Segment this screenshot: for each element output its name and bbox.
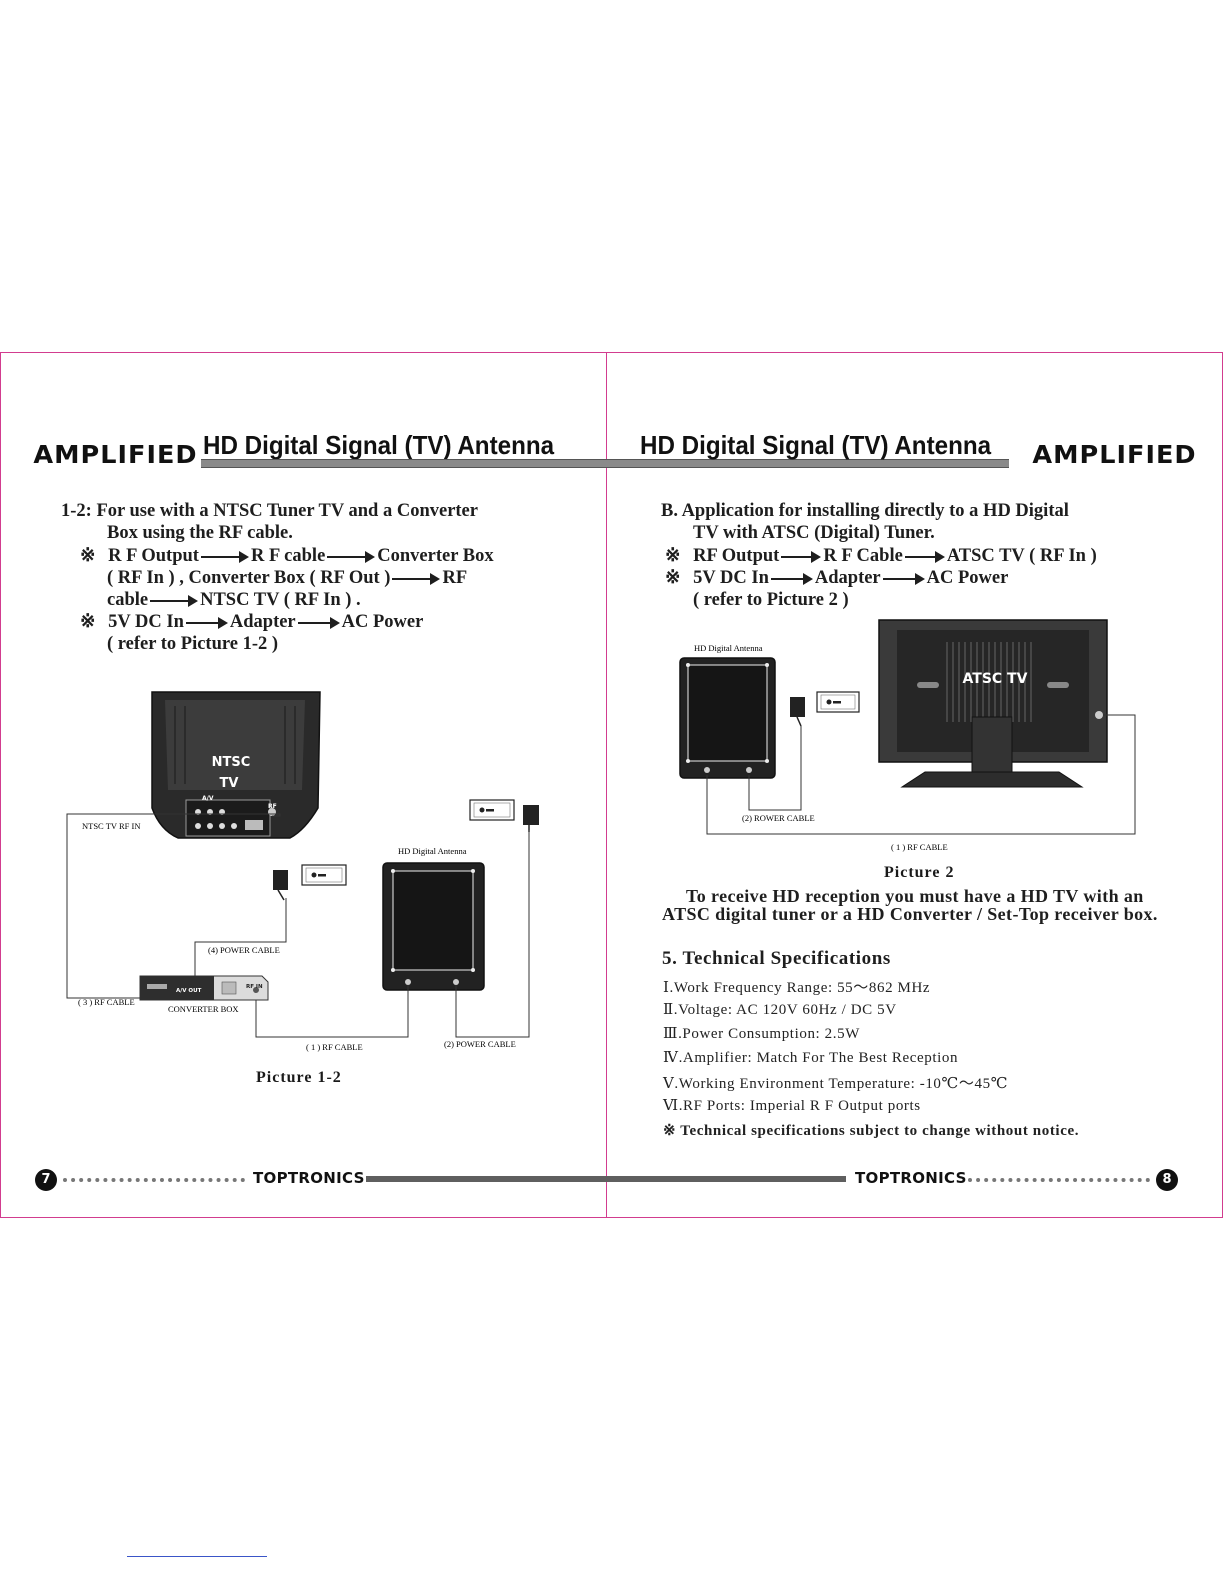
converter-box-label: CONVERTER BOX — [168, 1004, 239, 1014]
rf-cable-3-line — [66, 813, 281, 999]
picture-1-2-diagram: NTSC TV A/V RF NTSC TV RF IN (4) POWER C… — [66, 691, 539, 1052]
antenna-label: HD Digital Antenna — [398, 846, 467, 856]
brand-left: TOPTRONICS — [253, 1169, 365, 1187]
rf-cable-line — [706, 714, 1136, 835]
header-bar — [201, 459, 1009, 468]
power-adapter-2 — [469, 799, 539, 832]
spec-item-2: Ⅱ.Voltage: AC 120V 60Hz / DC 5V — [663, 1002, 897, 1018]
arrow-icon — [185, 616, 228, 630]
picture-2-caption: Picture 2 — [884, 864, 955, 881]
specs-heading: 5. Technical Specifications — [662, 948, 891, 969]
reference-mark: ※ — [80, 612, 96, 632]
arrow-icon — [327, 550, 376, 564]
arrow-icon — [770, 572, 813, 586]
reference-mark: ※ — [80, 546, 96, 566]
rf-cable-3-label: ( 3 ) RF CABLE — [78, 997, 135, 1007]
right-intro-line-2: TV with ATSC (Digital) Tuner. — [693, 523, 935, 543]
footer-dots-right — [968, 1178, 1150, 1182]
power-cable-line — [748, 726, 802, 811]
footer-bar — [366, 1176, 846, 1182]
spec-item-4: Ⅳ.Amplifier: Match For The Best Receptio… — [663, 1050, 959, 1066]
antenna-label: HD Digital Antenna — [694, 643, 763, 653]
arrow-icon — [781, 550, 822, 564]
spread-frame — [0, 352, 1223, 1218]
header-title-right: HD Digital Signal (TV) Antenna — [640, 430, 992, 460]
power-cable-2-label: (2) POWER CABLE — [444, 1039, 516, 1049]
spec-item-6: Ⅵ.RF Ports: Imperial R F Output ports — [663, 1098, 921, 1114]
arrow-icon — [904, 550, 945, 564]
receive-line-2: ATSC digital tuner or a HD Converter / S… — [662, 904, 1158, 924]
rf-cable-1-line — [255, 985, 409, 1038]
left-intro-line-2: Box using the RF cable. — [107, 523, 293, 543]
power-adapter — [790, 691, 860, 727]
power-adapter-4 — [273, 864, 347, 901]
spec-item-5: Ⅴ.Working Environment Temperature: -10℃～… — [663, 1076, 1009, 1092]
rf-in-port-label: RF IN — [246, 984, 263, 990]
bottom-link-underline[interactable] — [127, 1556, 267, 1557]
right-refer-line: ( refer to Picture 2 ) — [693, 590, 849, 610]
page-number-right: 8 — [1156, 1169, 1178, 1191]
page-fold-line — [606, 352, 607, 1218]
receive-line-1: To receive HD reception you must have a … — [686, 886, 1144, 906]
ntsc-tv-illustration — [151, 691, 321, 839]
arrow-icon — [150, 594, 199, 608]
rf-cable-1-label: ( 1 ) RF CABLE — [306, 1042, 363, 1052]
hd-antenna-illustration — [679, 657, 776, 779]
picture-1-2-caption: Picture 1-2 — [256, 1069, 342, 1086]
brand-right: TOPTRONICS — [855, 1169, 967, 1187]
power-cable-2-line — [455, 830, 530, 1038]
amplified-label-right: AMPLIFIED — [1032, 440, 1197, 469]
power-cable-4-label: (4) POWER CABLE — [208, 945, 280, 955]
arrow-icon — [392, 572, 441, 586]
right-intro-line-1: B. Application for installing directly t… — [661, 501, 1069, 521]
spec-item-3: Ⅲ.Power Consumption: 2.5W — [663, 1026, 860, 1042]
reference-mark: ※ — [665, 546, 681, 566]
tv-label-ntsc: NTSC — [212, 755, 251, 770]
tv-label-tv: TV — [220, 776, 239, 791]
converter-box-illustration — [139, 975, 269, 1001]
power-cable-4-line — [194, 898, 287, 976]
header-title-left: HD Digital Signal (TV) Antenna — [203, 430, 555, 460]
tv-av-port-label: A/V — [202, 795, 214, 802]
atsc-tv-illustration — [878, 619, 1108, 788]
arrow-icon — [882, 572, 925, 586]
footer-dots-left — [63, 1178, 245, 1182]
left-refer-line: ( refer to Picture 1-2 ) — [107, 634, 279, 654]
atsc-tv-label: ATSC TV — [963, 671, 1028, 687]
spec-item-1: Ⅰ.Work Frequency Range: 55～862 MHz — [663, 980, 931, 996]
spec-note: ※ Technical specifications subject to ch… — [663, 1123, 1080, 1139]
hd-antenna-illustration — [382, 862, 485, 991]
tv-rf-port-label: RF — [268, 803, 277, 810]
picture-2-diagram: HD Digital Antenna (2) ROWER CABLE ATSC — [679, 619, 1136, 852]
rf-cable-label: ( 1 ) RF CABLE — [891, 842, 948, 852]
amplified-label-left: AMPLIFIED — [33, 440, 198, 469]
page-number-left: 7 — [35, 1169, 57, 1191]
reference-mark: ※ — [665, 568, 681, 588]
av-out-port-label: A/V OUT — [176, 988, 202, 994]
left-bullet-1-line-2: ( RF In ) , Converter Box ( RF Out )RF — [107, 568, 468, 588]
ntsc-tv-rf-in-label: NTSC TV RF IN — [82, 821, 141, 831]
left-intro-line-1: 1-2: For use with a NTSC Tuner TV and a … — [61, 501, 478, 521]
arrow-icon — [297, 616, 340, 630]
arrow-icon — [200, 550, 249, 564]
power-cable-label: (2) ROWER CABLE — [742, 813, 815, 823]
